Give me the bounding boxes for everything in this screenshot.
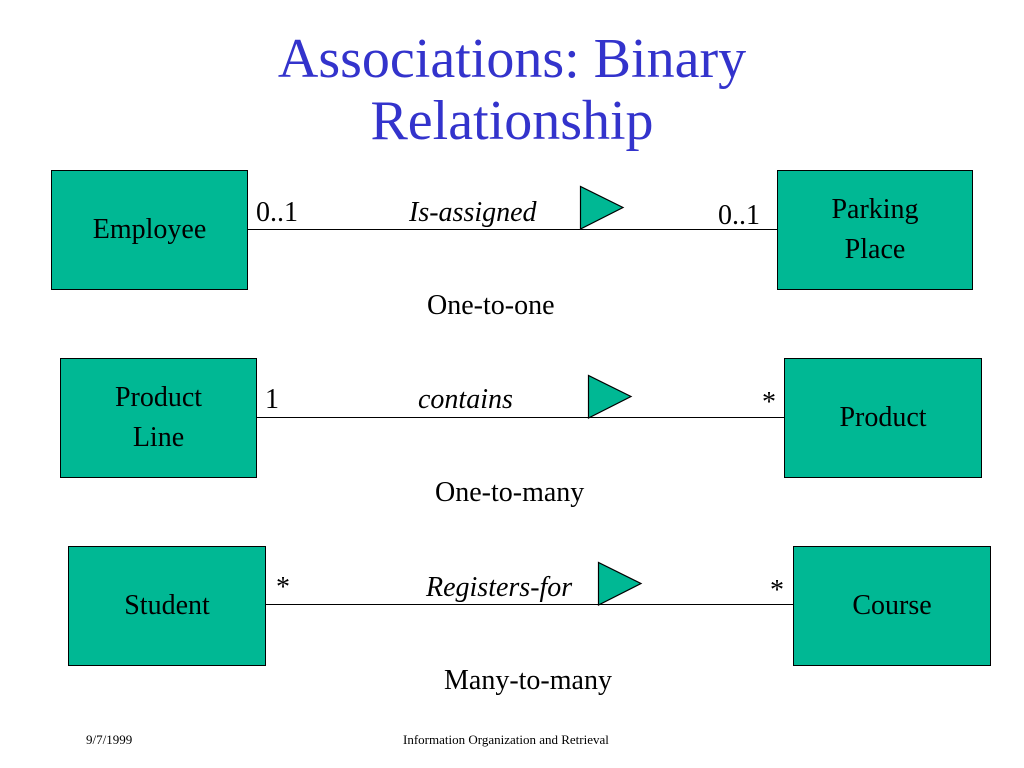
class-box-product: Product bbox=[784, 358, 982, 478]
class-box-course: Course bbox=[793, 546, 991, 666]
left-multiplicity: * bbox=[276, 572, 290, 603]
footer-date: 9/7/1999 bbox=[86, 732, 133, 747]
right-multiplicity: * bbox=[770, 575, 784, 606]
right-multiplicity: 0..1 bbox=[718, 200, 760, 231]
slide-title-line-2: Relationship bbox=[370, 90, 654, 152]
class-box-parking-place: Parking Place bbox=[777, 170, 973, 290]
left-multiplicity: 0..1 bbox=[256, 197, 298, 228]
relationship-kind-label: One-to-many bbox=[435, 477, 585, 508]
slide-title-line-1: Associations: Binary bbox=[277, 28, 747, 90]
triangle-right-icon bbox=[597, 561, 643, 606]
class-box-student: Student bbox=[68, 546, 266, 666]
footer-title: Information Organization and Retrieval bbox=[403, 732, 609, 747]
association-name: Registers-for bbox=[426, 572, 573, 603]
left-multiplicity: 1 bbox=[265, 384, 279, 415]
class-box-employee: Employee bbox=[51, 170, 248, 290]
class-name: Parking bbox=[831, 194, 919, 225]
association-line bbox=[247, 229, 777, 230]
association-line bbox=[256, 417, 784, 418]
class-name: Student bbox=[124, 590, 210, 621]
class-box-product-line: Product Line bbox=[60, 358, 257, 478]
class-name: Product bbox=[839, 402, 927, 433]
triangle-right-icon bbox=[579, 185, 625, 230]
association-line bbox=[265, 604, 793, 605]
class-name-line-2: Line bbox=[132, 422, 185, 453]
association-name: Is-assigned bbox=[409, 197, 537, 228]
class-name: Product bbox=[114, 382, 203, 413]
triangle-right-icon bbox=[587, 374, 633, 419]
slide-title: Associations: Binary Relationship bbox=[0, 28, 1024, 152]
class-name-line-2: Place bbox=[844, 234, 906, 265]
relationship-kind-label: One-to-one bbox=[427, 290, 555, 321]
relationship-kind-label: Many-to-many bbox=[444, 665, 612, 696]
association-name: contains bbox=[418, 384, 513, 415]
right-multiplicity: * bbox=[762, 387, 776, 418]
class-name: Course bbox=[852, 590, 932, 621]
class-name: Employee bbox=[92, 214, 207, 245]
